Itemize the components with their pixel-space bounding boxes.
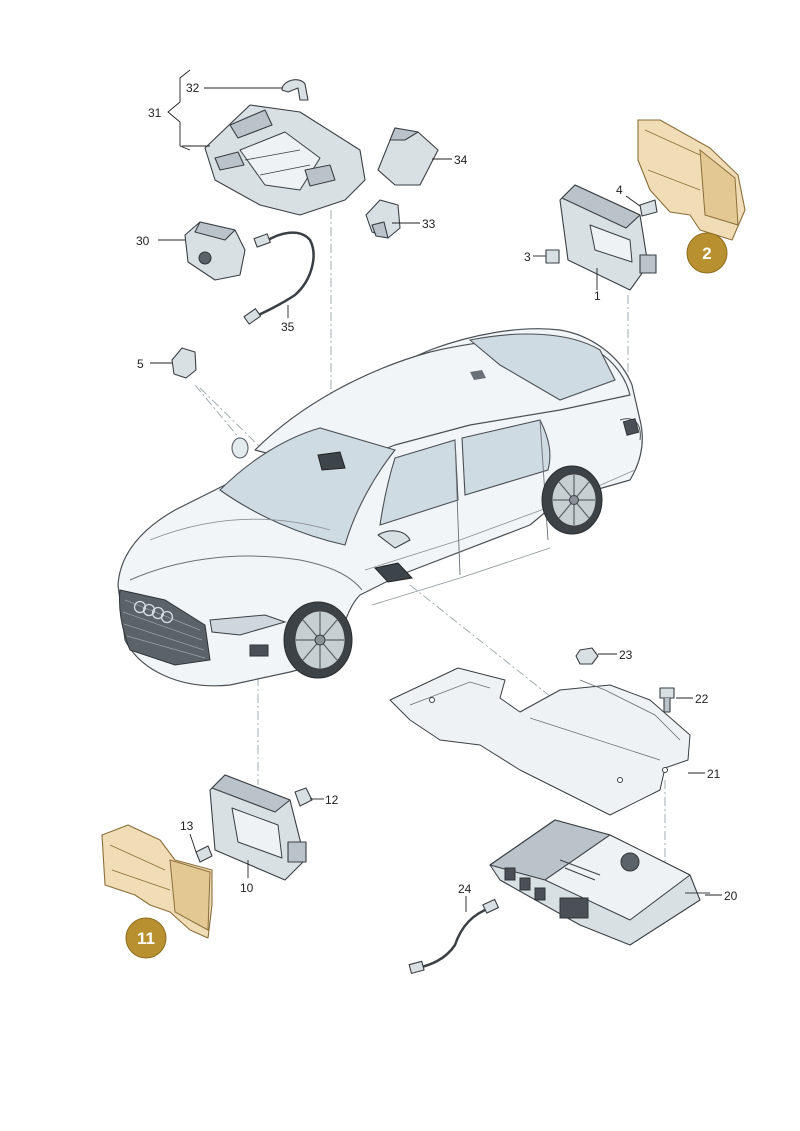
- callout-23: 23: [598, 648, 633, 662]
- callout-34: 34: [432, 153, 468, 167]
- label-1: 1: [594, 289, 601, 303]
- callout-5: 5: [137, 357, 172, 371]
- part-23-nut: [575, 647, 599, 665]
- part-2-bracket-highlighted: [637, 119, 746, 241]
- part-31-camera-bracket: [204, 104, 366, 216]
- callout-33: 33: [392, 217, 436, 231]
- label-35: 35: [281, 320, 295, 334]
- part-34-cover: [377, 127, 439, 186]
- badge-2-label: 2: [702, 244, 711, 263]
- part-24-cable: [408, 898, 500, 974]
- label-10: 10: [240, 881, 254, 895]
- part-33-trim: [365, 199, 401, 239]
- callout-22: 22: [676, 692, 709, 706]
- part-22-bolt: [659, 687, 675, 713]
- callout-31: 31: [148, 69, 210, 151]
- callout-10: 10: [240, 860, 254, 895]
- callout-20: 20: [705, 889, 738, 903]
- label-5: 5: [137, 357, 144, 371]
- label-4: 4: [616, 183, 623, 197]
- badge-11-label: 11: [137, 929, 155, 948]
- label-22: 22: [695, 692, 709, 706]
- part-12-clip: [294, 787, 313, 807]
- callout-35: 35: [281, 305, 295, 334]
- car-illustration: [117, 328, 643, 687]
- part-11-bracket-highlighted: [101, 824, 213, 939]
- callout-32: 32: [186, 81, 282, 95]
- badge-11: 11: [125, 917, 167, 959]
- label-3: 3: [524, 250, 531, 264]
- part-35-cable: [243, 231, 315, 325]
- badge-2: 2: [686, 232, 728, 274]
- part-21-mounting-plate: [389, 667, 691, 816]
- callout-1: 1: [594, 268, 601, 303]
- part-4-screw: [639, 199, 658, 217]
- part-20-control-module: [489, 819, 710, 946]
- callout-3: 3: [524, 250, 546, 264]
- label-31: 31: [148, 106, 162, 120]
- label-13: 13: [180, 819, 194, 833]
- callout-30: 30: [136, 234, 185, 248]
- callout-4: 4: [616, 183, 641, 207]
- part-5-sensor: [171, 347, 197, 379]
- label-20: 20: [724, 889, 738, 903]
- label-21: 21: [707, 767, 721, 781]
- part-3-nut: [545, 249, 560, 264]
- callout-12: 12: [310, 793, 339, 807]
- label-30: 30: [136, 234, 150, 248]
- callout-24: 24: [458, 882, 472, 912]
- callout-21: 21: [688, 767, 721, 781]
- label-24: 24: [458, 882, 472, 896]
- label-32: 32: [186, 81, 200, 95]
- part-13-screw: [195, 845, 213, 863]
- label-34: 34: [454, 153, 468, 167]
- part-30-camera: [184, 221, 246, 281]
- label-12: 12: [325, 793, 339, 807]
- callout-13: 13: [180, 819, 197, 853]
- part-32-clip: [281, 79, 309, 101]
- part-10-control-unit: [209, 774, 307, 881]
- part-1-control-unit: [559, 184, 657, 291]
- label-23: 23: [619, 648, 633, 662]
- label-33: 33: [422, 217, 436, 231]
